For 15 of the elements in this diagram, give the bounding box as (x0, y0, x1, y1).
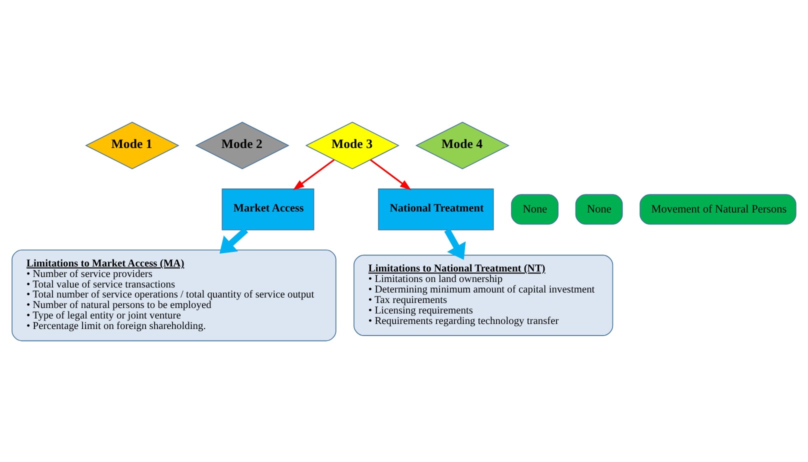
arrow (292, 158, 335, 190)
node-diamond: Mode 2 (195, 121, 290, 169)
arrow (370, 158, 412, 190)
node-box: National Treatment (378, 188, 494, 230)
node-box: Limitations to Market Access (MA) • Number of service providers • Total value of service transactions • Total number of service operations / total quantity of service output • Number of natural persons to be employed • Type of legal entity or joint venture • Percentage limit on foreign shareholding. (12, 249, 336, 341)
node-diamond: Mode 3 (305, 121, 400, 169)
node-diamond: Mode 4 (415, 121, 510, 169)
arrow (444, 228, 466, 260)
node-diamond: Mode 1 (85, 121, 180, 169)
node-box: None (511, 194, 558, 224)
node-box: Market Access (222, 188, 314, 230)
node-box: Movement of Natural Persons (640, 194, 796, 224)
arrow (220, 227, 248, 254)
node-box: Limitations to National Treatment (NT) • Limitations on land ownership • Determining minimum amount of capital investment • Tax requirements • Licensing requirements • Requirements regarding technology transfer (354, 254, 614, 336)
node-box: None (575, 194, 623, 224)
